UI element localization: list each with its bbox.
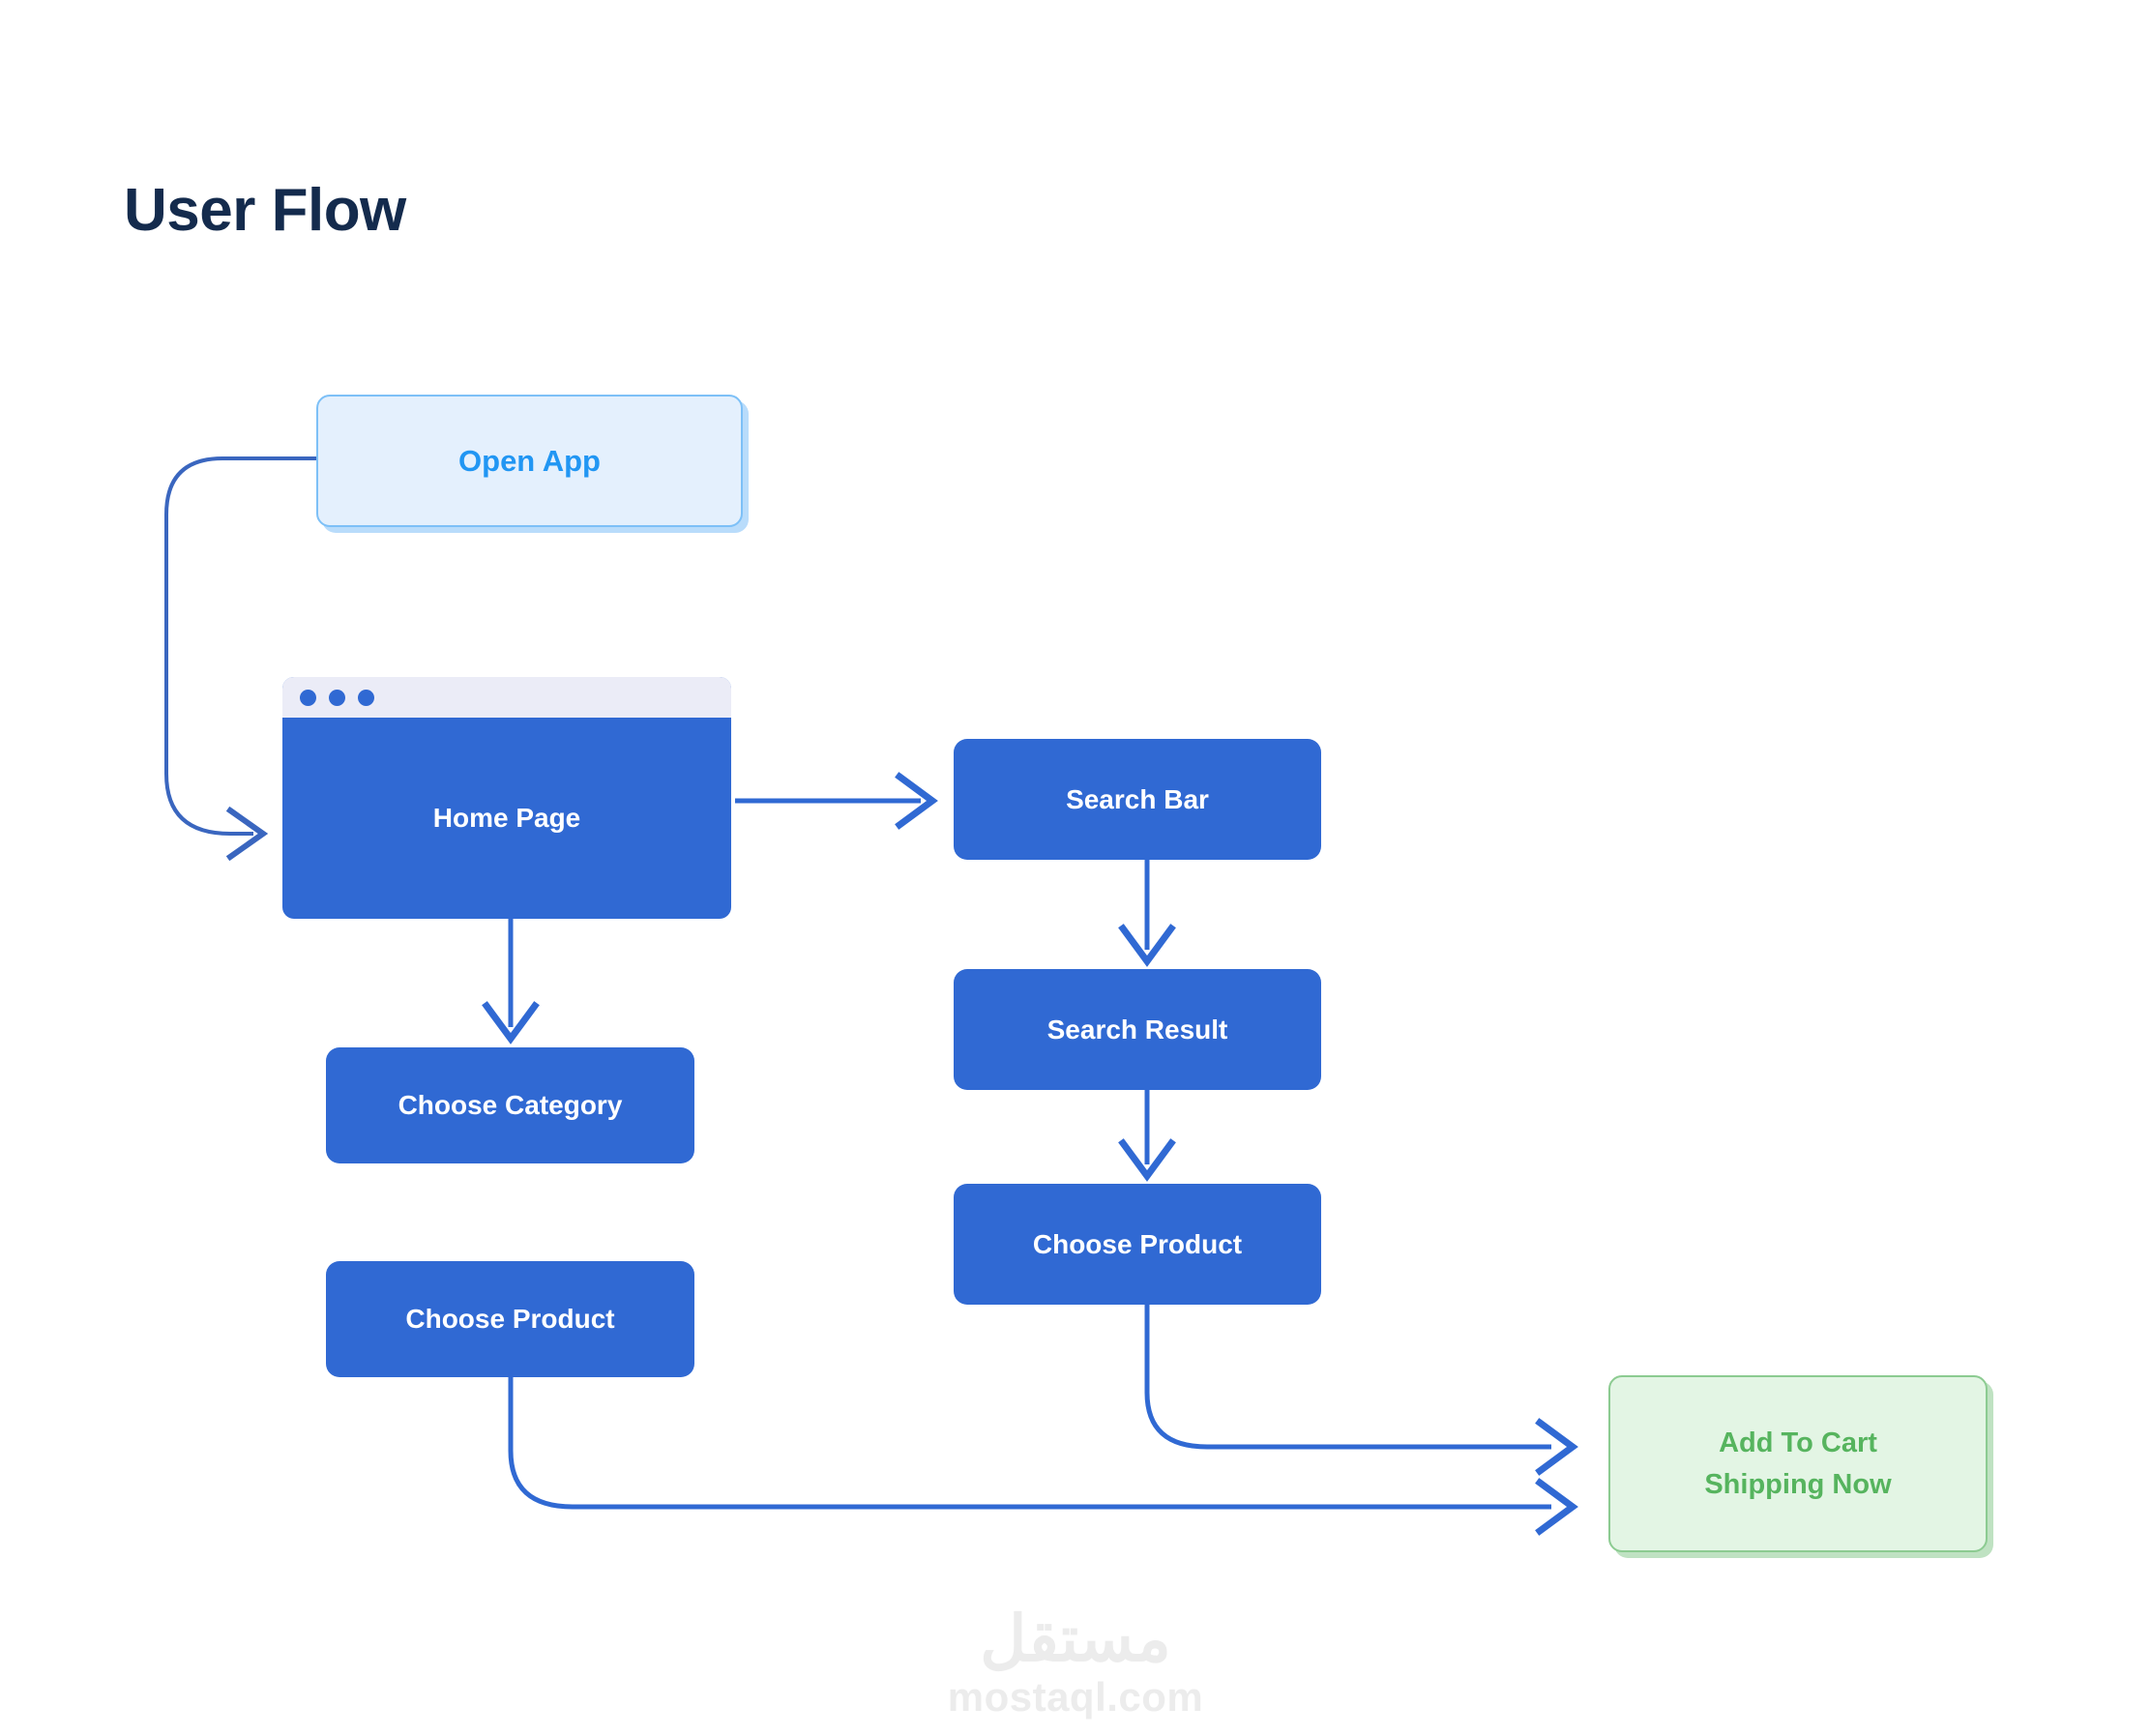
node-add-to-cart-label-line2: Shipping Now <box>1704 1468 1892 1500</box>
watermark-arabic-text: مستقل <box>980 1603 1171 1674</box>
watermark: مستقل mostaql.com <box>0 1603 2151 1721</box>
node-search-bar[interactable]: Search Bar <box>954 739 1321 860</box>
browser-titlebar <box>282 677 731 718</box>
edge-choose-product-category-to-add-to-cart-arrowhead <box>1535 1478 1578 1536</box>
node-home-page-body: Home Page <box>282 718 731 919</box>
edge-home-page-to-choose-category-arrowhead <box>482 1001 540 1045</box>
node-search-bar-label: Search Bar <box>1066 783 1209 814</box>
node-choose-product-category-label: Choose Product <box>405 1304 615 1334</box>
node-search-result[interactable]: Search Result <box>954 969 1321 1090</box>
node-search-result-label: Search Result <box>1046 1014 1228 1045</box>
edge-open-app-to-home-page-arrowhead <box>225 806 269 862</box>
window-close-dot-icon[interactable] <box>300 689 316 706</box>
edge-search-bar-to-search-result-arrowhead <box>1118 924 1176 967</box>
page-title: User Flow <box>124 177 406 244</box>
node-choose-category-label: Choose Category <box>398 1090 623 1120</box>
node-open-app[interactable]: Open App <box>316 395 743 527</box>
edge-choose-product-category-to-add-to-cart <box>508 1377 1551 1510</box>
window-minimize-dot-icon[interactable] <box>329 689 345 706</box>
node-home-page-label: Home Page <box>432 803 581 833</box>
edge-choose-product-search-to-add-to-cart-arrowhead <box>1535 1418 1578 1476</box>
edge-home-page-to-search-bar-arrowhead <box>895 772 938 830</box>
edge-search-result-to-choose-product-arrowhead <box>1118 1138 1176 1182</box>
node-choose-product-search-label: Choose Product <box>1032 1228 1243 1259</box>
node-home-page[interactable]: Home Page <box>282 677 731 919</box>
node-open-app-label: Open App <box>458 443 601 478</box>
node-add-to-cart-label-line1: Add To Cart <box>1719 1427 1877 1459</box>
node-choose-category[interactable]: Choose Category <box>326 1047 694 1163</box>
window-maximize-dot-icon[interactable] <box>358 689 374 706</box>
node-choose-product-search[interactable]: Choose Product <box>954 1184 1321 1305</box>
edge-choose-product-search-to-add-to-cart <box>1144 1305 1551 1450</box>
node-choose-product-category[interactable]: Choose Product <box>326 1261 694 1377</box>
watermark-domain-text: mostaql.com <box>947 1674 1204 1721</box>
node-add-to-cart[interactable]: Add To Cart Shipping Now <box>1608 1375 1988 1552</box>
